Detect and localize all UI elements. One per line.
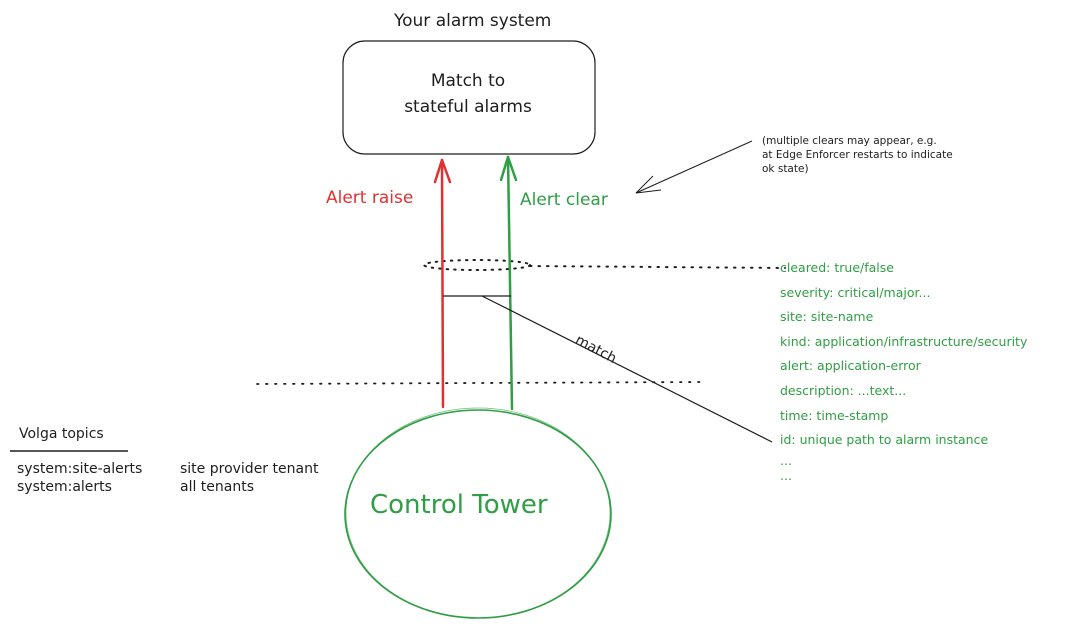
alert-field: ... (780, 467, 792, 483)
topic-name: system:site-alerts (17, 461, 143, 477)
boundary-dotted-line (256, 381, 703, 385)
topic-scope: all tenants (180, 479, 255, 495)
alert-raise-arrow (433, 158, 452, 409)
note-line-2: at Edge Enforcer restarts to indicate (762, 149, 953, 161)
alert-field: alert: application-error (780, 358, 921, 374)
volga-topics-title: Volga topics (19, 426, 104, 442)
topic-scope: site provider tenant (180, 461, 319, 477)
box-line-2: stateful alarms (404, 97, 532, 117)
alert-clear-label: Alert clear (520, 190, 608, 210)
alarm-system-title: Your alarm system (394, 11, 552, 31)
alert-field: description: ...text... (780, 382, 907, 398)
filter-ellipse (423, 259, 531, 271)
note-line-3: ok state) (762, 163, 809, 175)
alert-field: ... (780, 452, 792, 468)
volga-topic-names: system:site-alerts system:alerts (17, 460, 142, 496)
alert-field: site: site-name (780, 309, 874, 325)
alert-clear-arrow (499, 155, 518, 411)
control-tower-ellipse (344, 407, 612, 619)
volga-topic-scopes: site provider tenant all tenants (180, 460, 318, 496)
alert-field: cleared: true/false (780, 260, 894, 275)
alert-field: kind: application/infrastructure/securit… (780, 333, 1028, 349)
fields-dotted-line (529, 265, 786, 269)
alert-fields-list: cleared: true/false severity: critical/m… (780, 258, 1027, 485)
note-arrow (635, 140, 753, 194)
match-connector (443, 295, 773, 443)
alarm-system-box (342, 40, 596, 155)
alert-field: time: time-stamp (780, 407, 889, 423)
topic-name: system:alerts (17, 479, 112, 495)
alert-raise-label: Alert raise (326, 188, 414, 208)
box-line-1: Match to (430, 71, 506, 91)
alert-field: id: unique path to alarm instance (780, 432, 989, 448)
alert-field: severity: critical/major... (780, 284, 931, 300)
control-tower-label: Control Tower (370, 490, 548, 520)
alarm-system-box-text: Match to stateful alarms (368, 68, 568, 120)
multiple-clears-note: (multiple clears may appear, e.g. at Edg… (762, 134, 953, 176)
note-line-1: (multiple clears may appear, e.g. (762, 135, 937, 147)
